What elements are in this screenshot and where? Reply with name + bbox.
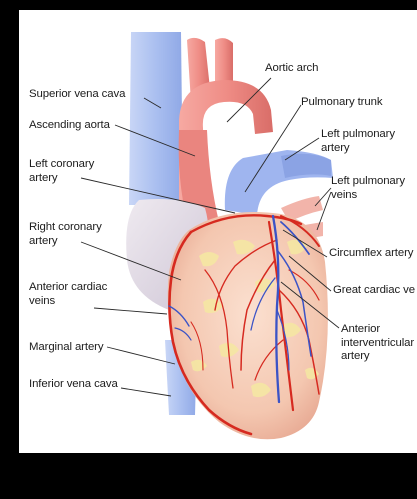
label-left-coronary-artery: Left coronary artery [29, 158, 94, 185]
label-left-pulmonary-artery: Left pulmonary artery [321, 128, 395, 155]
label-circumflex-artery: Circumflex artery [329, 247, 413, 261]
diagram-panel: Aortic arch Superior vena cava Pulmonary… [19, 10, 417, 453]
label-right-coronary-artery: Right coronary artery [29, 221, 102, 248]
superior-vena-cava-vessel [129, 32, 183, 205]
label-great-cardiac-vein: Great cardiac ve [333, 284, 415, 298]
label-aortic-arch: Aortic arch [265, 62, 318, 76]
label-pulmonary-trunk: Pulmonary trunk [301, 96, 382, 110]
label-superior-vena-cava: Superior vena cava [29, 88, 125, 102]
label-anterior-interventricular-artery: Anterior interventricular artery [341, 323, 414, 364]
label-left-pulmonary-veins: Left pulmonary veins [331, 175, 405, 202]
label-inferior-vena-cava: Inferior vena cava [29, 378, 118, 392]
label-ascending-aorta: Ascending aorta [29, 119, 110, 133]
label-marginal-artery: Marginal artery [29, 341, 103, 355]
label-anterior-cardiac-veins: Anterior cardiac veins [29, 281, 107, 308]
